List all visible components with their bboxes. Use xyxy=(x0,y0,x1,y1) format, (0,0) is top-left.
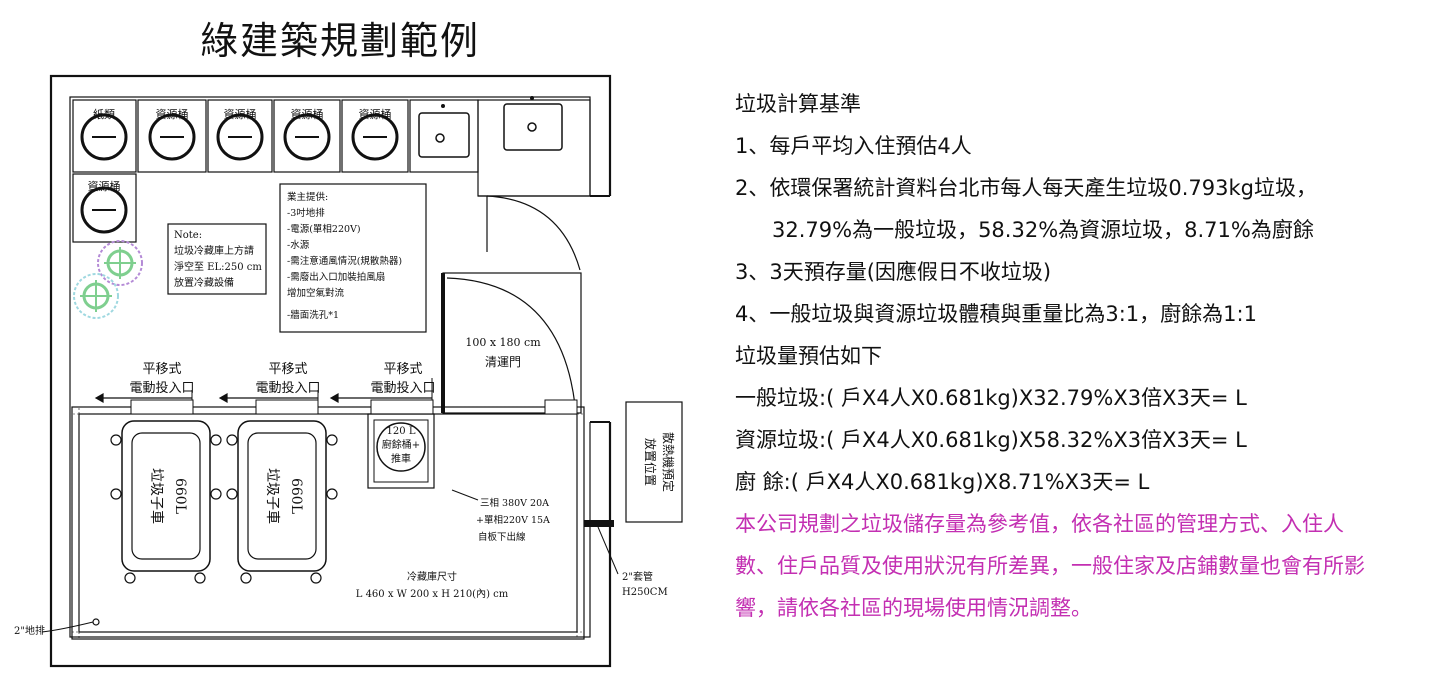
inlet-2-line1: 平移式 xyxy=(268,362,307,377)
bin-label-4: 資源桶 xyxy=(291,107,324,121)
note-line-c: 響，請依各社區的現場使用情況調整。 xyxy=(735,596,1092,620)
door-opening xyxy=(586,196,614,422)
inlet-arrows xyxy=(94,392,432,404)
estimate-heading: 垃圾量預估如下 xyxy=(735,344,882,368)
outdoor-unit-box xyxy=(625,401,683,523)
bin-circles xyxy=(80,113,399,161)
outdoor-unit-label-2: 放置位置 xyxy=(643,438,658,486)
bin-label-3: 資源桶 xyxy=(224,107,257,121)
provide-line-1: 業主提供: xyxy=(287,191,328,203)
power-line-1: 三相 380V 20A xyxy=(480,497,549,509)
cooler-size-title: 冷藏庫尺寸 xyxy=(407,570,457,583)
calc-recyclable: 資源垃圾:( 戶X4人X0.681kg)X58.32%X3倍X3天= L xyxy=(735,428,1247,452)
pipe-label-1: 2"套管 xyxy=(622,570,653,583)
calc-basis-heading: 垃圾計算基準 xyxy=(735,92,861,116)
kitchen-bin xyxy=(367,413,435,489)
cart-1-label-2: 660L xyxy=(172,478,188,514)
power-line-3: 自板下出線 xyxy=(478,531,526,543)
floor-plan: 紙類 資源桶 資源桶 資源桶 資源桶 資源桶 Note: 垃圾冷藏庫上方請 淨空… xyxy=(14,74,683,668)
cart-2 xyxy=(226,420,338,584)
note-line-2: 垃圾冷藏庫上方請 xyxy=(174,244,254,257)
inlet-3-line1: 平移式 xyxy=(383,362,422,377)
provide-line-8: -牆面洗孔*1 xyxy=(287,309,339,321)
provide-line-7: 增加空氣對流 xyxy=(287,287,345,299)
pipe-label-2: H250CM xyxy=(622,587,668,598)
kitchen-bin-label-1: 120 L xyxy=(387,426,416,437)
bin-left-circle xyxy=(80,186,128,234)
inlet-1-line1: 平移式 xyxy=(142,362,181,377)
power-line-2: +單相220V 15A xyxy=(476,514,550,526)
cooler-size-dims: L 460 x W 200 x H 210(內) cm xyxy=(356,588,509,600)
sink-counter xyxy=(477,99,591,197)
door-label-2: 清運門 xyxy=(485,355,521,369)
inlet-3-line2: 電動投入口 xyxy=(370,380,435,396)
provide-line-6: -需廢出入口加裝拍風扇 xyxy=(287,271,385,283)
calc-kitchen: 廚 餘:( 戶X4人X0.681kg)X8.71%X3天= L xyxy=(735,470,1150,494)
door-swing xyxy=(486,195,581,271)
calc-general: 一般垃圾:( 戶X4人X0.681kg)X32.79%X3倍X3天= L xyxy=(735,386,1247,410)
door-swing-2 xyxy=(446,277,576,406)
bin-label-paper: 紙類 xyxy=(93,107,115,121)
provide-line-5: -需注意通風情況(規散熱器) xyxy=(287,255,402,267)
plant-icon xyxy=(97,240,143,286)
rule-2b: 32.79%為一般垃圾，58.32%為資源垃圾，8.71%為廚餘 xyxy=(772,218,1314,242)
bin-label-left: 資源桶 xyxy=(88,179,121,193)
inlet-1-line2: 電動投入口 xyxy=(129,380,194,396)
note-box xyxy=(167,223,267,295)
outdoor-unit-label-1: 散熱機預定 xyxy=(661,432,676,492)
note-line-1: Note: xyxy=(174,230,202,241)
plant-icon-2 xyxy=(73,273,119,319)
provide-line-3: -電源(單相220V) xyxy=(287,223,361,235)
inlet-2-line2: 電動投入口 xyxy=(255,380,320,396)
provide-box xyxy=(279,183,427,333)
sink-icon-2 xyxy=(503,96,563,151)
note-line-a: 本公司規劃之垃圾儲存量為參考值，依各社區的管理方式、入住人 xyxy=(735,512,1344,536)
note-line-b: 數、住戶品質及使用狀況有所差異，一般住家及店鋪數量也會有所影 xyxy=(735,554,1365,578)
provide-line-2: -3吋地排 xyxy=(287,207,325,219)
note-line-4: 放置冷藏設備 xyxy=(174,276,234,289)
rule-2a: 2、依環保署統計資料台北市每人每天產生垃圾0.793kg垃圾， xyxy=(735,176,1317,200)
cart-2-label-1: 垃圾子車 xyxy=(264,468,281,524)
pipe-sleeve xyxy=(584,520,614,527)
kitchen-bin-label-2: 廚餘桶+ xyxy=(382,438,420,451)
floor-drain-icon xyxy=(92,618,100,626)
provide-line-4: -水源 xyxy=(287,239,310,251)
rule-3: 3、3天預存量(因應假日不收垃圾) xyxy=(735,260,1052,284)
rule-4: 4、一般垃圾與資源垃圾體積與重量比為3:1，廚餘為1:1 xyxy=(735,302,1257,326)
kitchen-bin-label-3: 推車 xyxy=(391,452,411,465)
rule-1: 1、每戶平均入住預估4人 xyxy=(735,134,972,158)
cart-2-label-2: 660L xyxy=(288,478,304,514)
page-title: 綠建築規劃範例 xyxy=(200,19,481,63)
drain-label: 2"地排 xyxy=(14,624,45,637)
bin-label-2: 資源桶 xyxy=(156,107,189,121)
bin-left-box xyxy=(72,173,137,243)
cart-1 xyxy=(110,420,222,584)
power-leader xyxy=(451,489,479,501)
cart-1-label-1: 垃圾子車 xyxy=(148,468,165,524)
note-line-3: 淨空至 EL:250 cm xyxy=(174,260,262,273)
sink-icon xyxy=(418,104,470,158)
door-label-1: 100 x 180 cm xyxy=(465,336,541,349)
bin-label-5: 資源桶 xyxy=(359,107,392,121)
bin-row xyxy=(72,99,479,173)
